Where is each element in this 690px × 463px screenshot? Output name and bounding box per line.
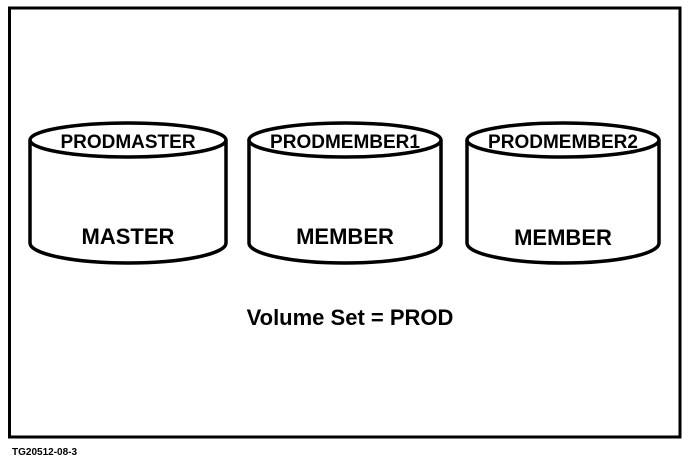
volume-set-caption: Volume Set = PROD — [247, 305, 454, 330]
volume-name-label: PRODMEMBER2 — [488, 132, 638, 153]
figure-id: TG20512-08-3 — [12, 447, 77, 458]
cylinder-body — [28, 140, 228, 265]
volume-cylinder-member2: PRODMEMBER2 MEMBER — [465, 121, 661, 265]
cylinder-body — [247, 140, 443, 265]
diagram-frame — [8, 6, 682, 439]
volume-role-label: MASTER — [82, 224, 175, 249]
cylinder-top — [247, 121, 443, 159]
volume-name-label: PRODMASTER — [60, 132, 195, 153]
volume-name-label: PRODMEMBER1 — [270, 132, 420, 153]
volume-cylinder-master: PRODMASTER MASTER — [28, 121, 228, 265]
volume-role-label: MEMBER — [514, 225, 612, 250]
volume-cylinder-member1: PRODMEMBER1 MEMBER — [247, 121, 443, 265]
cylinder-top — [465, 121, 661, 159]
cylinder-top — [28, 121, 228, 159]
volume-role-label: MEMBER — [296, 224, 394, 249]
cylinder-body — [465, 140, 661, 265]
